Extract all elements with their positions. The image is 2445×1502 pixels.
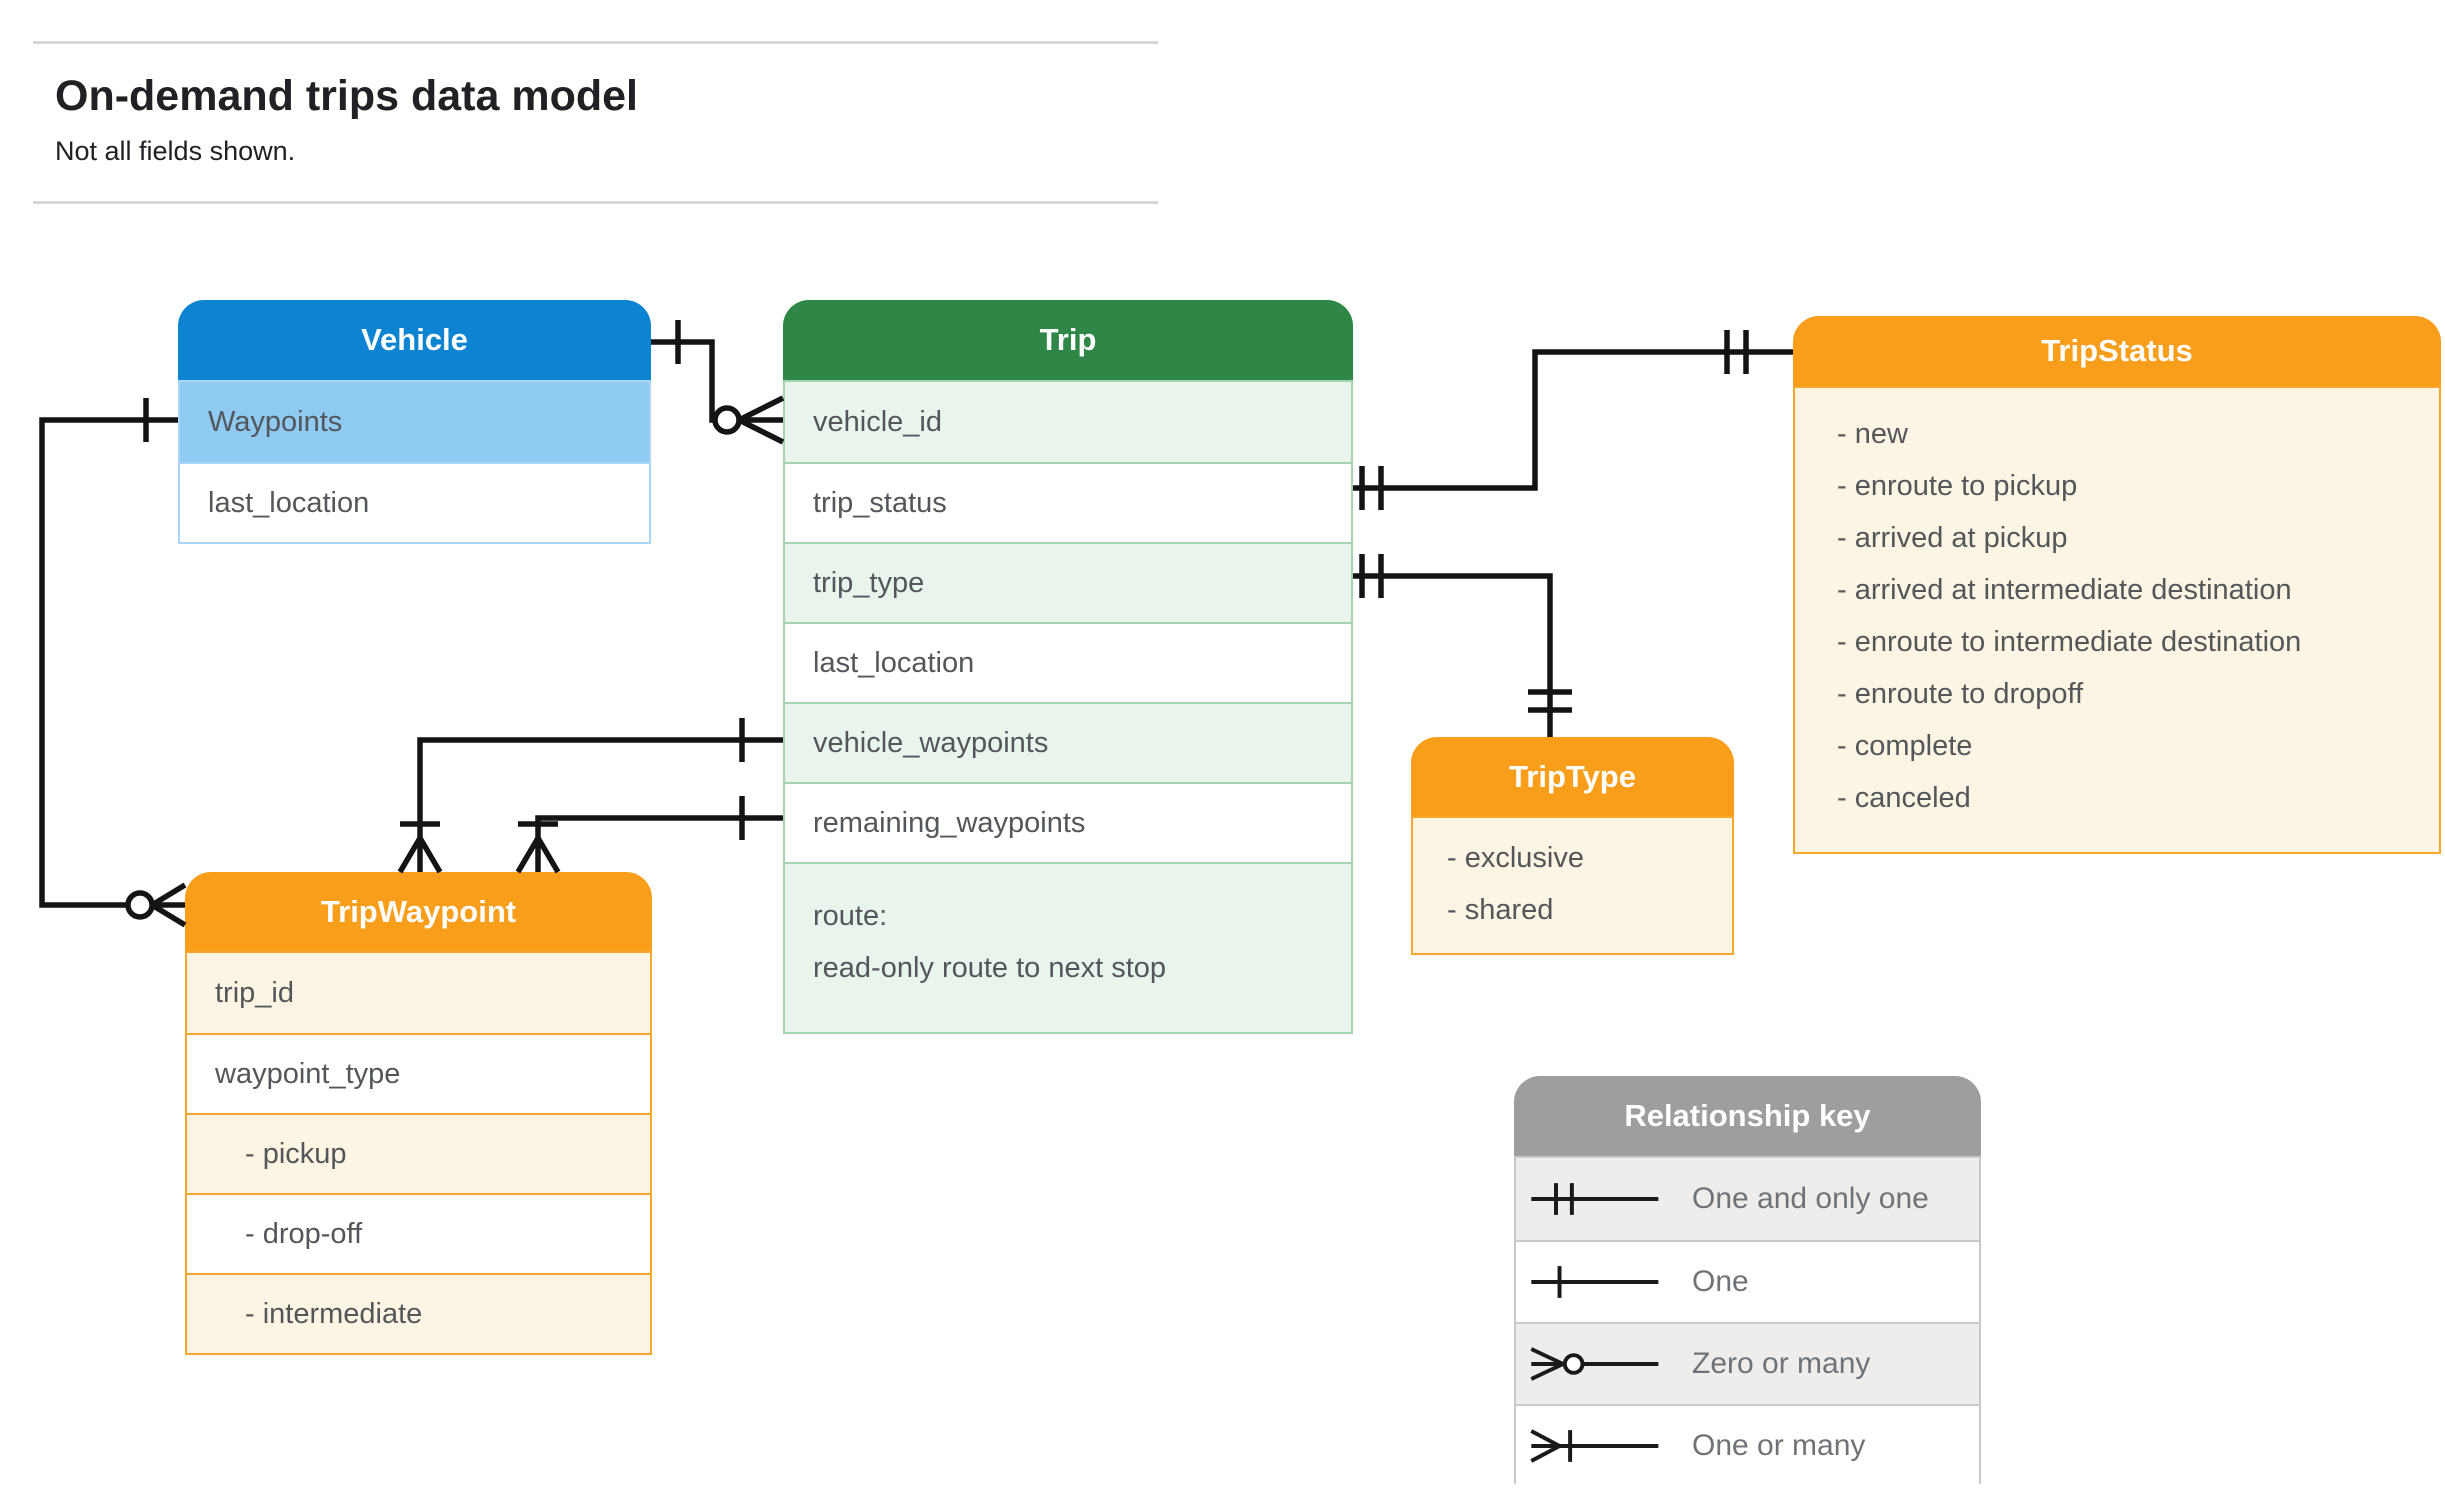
zero-or-many-icon xyxy=(1530,1347,1659,1381)
one-icon xyxy=(1531,1266,1659,1298)
page-subtitle: Not all fields shown. xyxy=(55,136,296,166)
entity-trip-status-title: TripStatus xyxy=(1793,316,2441,386)
page-title: On-demand trips data model xyxy=(55,72,638,120)
waypoint-type-intermediate: - intermediate xyxy=(187,1273,650,1353)
waypoint-type-drop-off: - drop-off xyxy=(187,1193,650,1273)
entity-trip-waypoint: TripWaypoint trip_id waypoint_type - pic… xyxy=(185,872,652,1355)
entity-trip-waypoint-body: trip_id waypoint_type - pickup - drop-of… xyxy=(185,951,652,1355)
connector-trip-type-to-triptype xyxy=(1353,554,1572,737)
relationship-key: Relationship key One and only one One xyxy=(1514,1076,1981,1486)
field-trip-vehicle-waypoints: vehicle_waypoints xyxy=(785,702,1351,782)
entity-trip: Trip vehicle_id trip_status trip_type la… xyxy=(783,300,1353,1034)
entity-trip-body: vehicle_id trip_status trip_type last_lo… xyxy=(783,380,1353,1034)
trip-status-value: - arrived at pickup xyxy=(1837,522,2068,554)
legend-row-one-and-only-one: One and only one xyxy=(1516,1158,1979,1240)
trip-status-value: - new xyxy=(1837,418,1908,450)
legend-label: One and only one xyxy=(1692,1182,1929,1215)
title-top-divider xyxy=(33,41,1158,44)
trip-status-value: - enroute to intermediate destination xyxy=(1837,626,2302,658)
legend-label: One or many xyxy=(1692,1429,1866,1462)
field-vehicle-last-location: last_location xyxy=(180,462,649,542)
legend-row-zero-or-many: Zero or many xyxy=(1516,1322,1979,1404)
entity-trip-status-body: - new - enroute to pickup - arrived at p… xyxy=(1793,386,2441,854)
relationship-key-title: Relationship key xyxy=(1514,1076,1981,1156)
entity-vehicle-body: Waypoints last_location xyxy=(178,380,651,544)
entity-trip-status: TripStatus - new - enroute to pickup - a… xyxy=(1793,316,2441,854)
field-trip-remaining-waypoints: remaining_waypoints xyxy=(785,782,1351,862)
route-line-1: route: xyxy=(813,900,888,932)
entity-vehicle: Vehicle Waypoints last_location xyxy=(178,300,651,544)
field-trip-vehicle-id: vehicle_id xyxy=(785,382,1351,462)
entity-trip-waypoint-title: TripWaypoint xyxy=(185,872,652,951)
connector-trip-status-to-tripstatus xyxy=(1353,330,1793,510)
entity-trip-type-body: - exclusive - shared xyxy=(1411,816,1734,955)
field-trip-last-location: last_location xyxy=(785,622,1351,702)
connector-vehicle-to-trip xyxy=(651,320,785,445)
route-line-2: read-only route to next stop xyxy=(813,952,1167,984)
waypoint-type-pickup: - pickup xyxy=(187,1113,650,1193)
field-waypoint-trip-id: trip_id xyxy=(187,953,650,1033)
trip-status-value: - arrived at intermediate destination xyxy=(1837,574,2292,606)
trip-type-value: - exclusive xyxy=(1447,842,1584,874)
trip-status-value: - canceled xyxy=(1837,782,1971,814)
field-trip-route: route: read-only route to next stop xyxy=(785,862,1351,1032)
legend-label: Zero or many xyxy=(1692,1347,1871,1380)
legend-row-one: One xyxy=(1516,1240,1979,1322)
entity-trip-title: Trip xyxy=(783,300,1353,380)
field-waypoint-type: waypoint_type xyxy=(187,1033,650,1113)
title-bottom-divider xyxy=(33,201,1158,204)
legend-label: One xyxy=(1692,1265,1749,1298)
relationship-key-body: One and only one One Zer xyxy=(1514,1156,1981,1486)
one-or-many-icon xyxy=(1530,1429,1659,1463)
entity-trip-type: TripType - exclusive - shared xyxy=(1411,737,1734,955)
trip-status-value: - enroute to pickup xyxy=(1837,470,2078,502)
trip-type-value: - shared xyxy=(1447,894,1554,926)
connector-remaining-waypoints-to-tripwaypoint xyxy=(515,796,783,874)
field-vehicle-waypoints: Waypoints xyxy=(180,382,649,462)
entity-vehicle-title: Vehicle xyxy=(178,300,651,380)
field-trip-status: trip_status xyxy=(785,462,1351,542)
connector-vehicle-waypoints-field-to-tripwaypoint xyxy=(397,718,783,874)
field-trip-type: trip_type xyxy=(785,542,1351,622)
trip-status-value: - enroute to dropoff xyxy=(1837,678,2084,710)
trip-status-value: - complete xyxy=(1837,730,1973,762)
entity-trip-type-title: TripType xyxy=(1411,737,1734,816)
connector-vehicle-waypoints-to-tripwaypoint xyxy=(39,398,187,928)
legend-row-one-or-many: One or many xyxy=(1516,1404,1979,1486)
one-and-only-one-icon xyxy=(1531,1183,1659,1215)
